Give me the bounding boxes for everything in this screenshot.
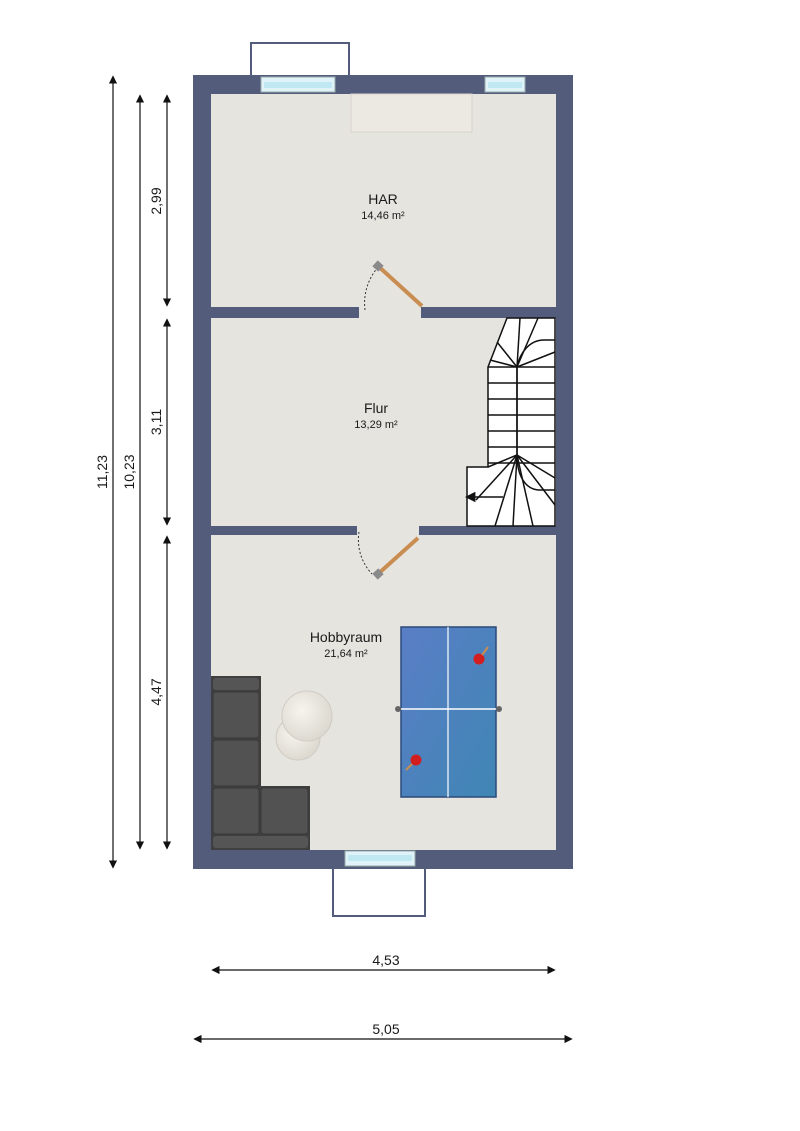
dim-hobbyraum: 4,47 (148, 678, 164, 705)
window-bottom-glass (348, 855, 412, 861)
har-cabinet (350, 93, 473, 133)
paddle-top (473, 653, 485, 665)
top-bay-outline (250, 42, 350, 78)
door-opening-flur-hobby (357, 524, 419, 537)
paddle-bottom (410, 754, 422, 766)
dim-inner-width: 4,53 (372, 952, 399, 968)
dim-flur: 3,11 (148, 409, 164, 435)
dim-har: 2,99 (148, 187, 164, 214)
ping-pong-table (395, 626, 502, 798)
dim-total-inner: 10,23 (121, 454, 137, 489)
staircase (464, 317, 556, 527)
door-opening-har-flur (359, 305, 421, 320)
flur-area: 13,29 m² (354, 419, 398, 431)
door-flur-hobby (357, 531, 420, 580)
window-top-left-glass (264, 82, 332, 88)
side-table-front (281, 690, 333, 742)
har-area: 14,46 m² (361, 210, 405, 222)
dim-outer-width: 5,05 (372, 1021, 399, 1037)
window-top-right-glass (488, 82, 522, 88)
corner-sofa (211, 676, 310, 850)
bottom-bay-outline (332, 865, 426, 917)
har-name: HAR (368, 191, 398, 207)
hobbyraum-area: 21,64 m² (324, 648, 368, 660)
door-har-flur (364, 260, 424, 311)
dim-total-outer: 11,23 (94, 455, 110, 489)
hobbyraum-name: Hobbyraum (310, 629, 382, 645)
flur-name: Flur (364, 400, 388, 416)
